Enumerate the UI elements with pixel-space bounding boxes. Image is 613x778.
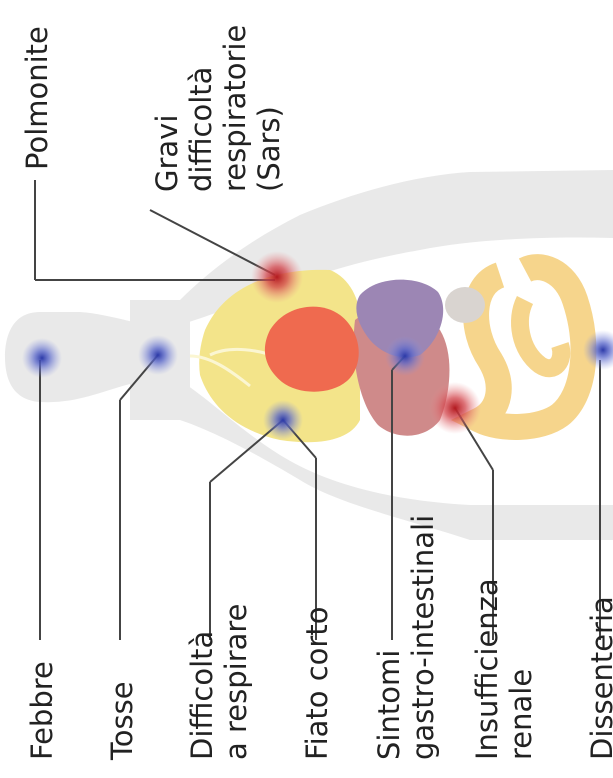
label-tosse: Tosse xyxy=(105,681,139,760)
label-insufficienza: Insufficienza renale xyxy=(470,578,538,760)
marker-tosse xyxy=(138,335,178,375)
label-dissenteria: Dissenteria xyxy=(585,596,613,760)
label-febbre: Febbre xyxy=(25,661,59,760)
marker-respiro xyxy=(263,400,303,440)
label-difficolta: Difficoltà a respirare xyxy=(185,603,253,760)
spleen xyxy=(445,287,485,323)
label-sintomi: Sintomi gastro-intestinali xyxy=(372,515,440,760)
label-fiato: Fiato corto xyxy=(300,607,334,760)
marker-polmonite xyxy=(251,251,303,303)
label-gravi: Gravi difficoltà respiratorie (Sars) xyxy=(150,25,286,192)
marker-gastro xyxy=(385,336,425,376)
label-polmonite: Polmonite xyxy=(20,26,54,170)
heart xyxy=(265,307,359,392)
marker-insuff xyxy=(429,382,481,434)
small-intestine xyxy=(520,300,561,368)
marker-febbre xyxy=(22,338,62,378)
